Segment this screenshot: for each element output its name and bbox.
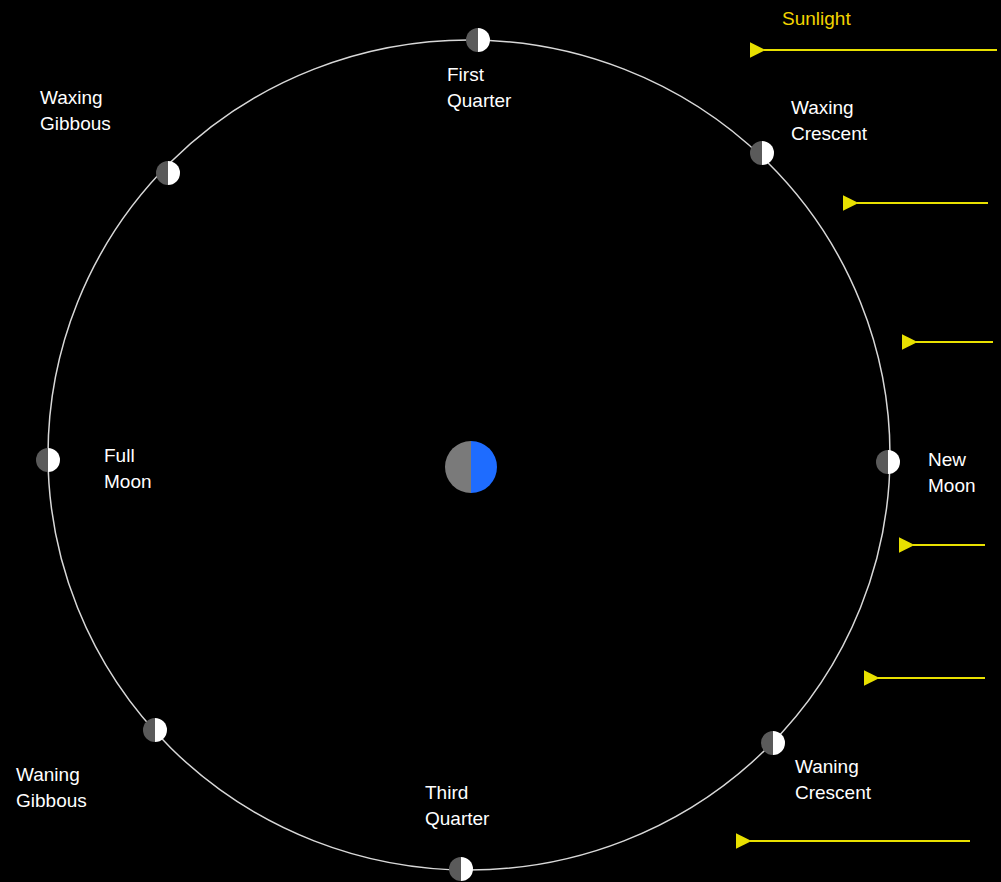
moon-lit-half — [773, 731, 785, 755]
sunlight-arrow — [750, 840, 970, 842]
sunlight-arrow — [878, 677, 985, 679]
moon-lit-half — [155, 718, 167, 742]
moon-dark-half — [750, 141, 762, 165]
sunlight-arrow — [764, 49, 997, 51]
moon-dark-half — [156, 161, 168, 185]
earth — [445, 441, 497, 493]
moon-lit-half — [478, 28, 490, 52]
moon-dark-half — [449, 857, 461, 881]
moon-lit-half — [48, 448, 60, 472]
phase-label: Third Quarter — [425, 780, 489, 832]
moon-lit-half — [888, 450, 900, 474]
phase-label: Full Moon — [104, 443, 152, 495]
moon — [143, 718, 167, 742]
moon — [876, 450, 900, 474]
sunlight-arrow — [916, 341, 993, 343]
sunlight-label: Sunlight — [782, 6, 851, 32]
phase-label: Waning Gibbous — [16, 762, 87, 814]
moon — [466, 28, 490, 52]
moon-lit-half — [168, 161, 180, 185]
earth-night-side — [445, 441, 471, 493]
phase-label: Waxing Crescent — [791, 95, 867, 147]
moon — [36, 448, 60, 472]
moon — [761, 731, 785, 755]
moon-lit-half — [461, 857, 473, 881]
sunlight-arrows — [750, 50, 997, 841]
earth-day-side — [471, 441, 497, 493]
phase-label: New Moon — [928, 447, 976, 499]
sunlight-arrow — [913, 544, 985, 546]
phase-label: Waning Crescent — [795, 754, 871, 806]
sunlight-arrow — [857, 202, 988, 204]
moon-dark-half — [36, 448, 48, 472]
moons — [36, 28, 900, 881]
moon — [449, 857, 473, 881]
moon-orbit — [48, 40, 890, 870]
moon-dark-half — [143, 718, 155, 742]
phase-label: First Quarter — [447, 62, 511, 114]
moon — [156, 161, 180, 185]
moon-dark-half — [876, 450, 888, 474]
moon-lit-half — [762, 141, 774, 165]
moon — [750, 141, 774, 165]
moon-dark-half — [761, 731, 773, 755]
moon-dark-half — [466, 28, 478, 52]
phase-label: Waxing Gibbous — [40, 85, 111, 137]
